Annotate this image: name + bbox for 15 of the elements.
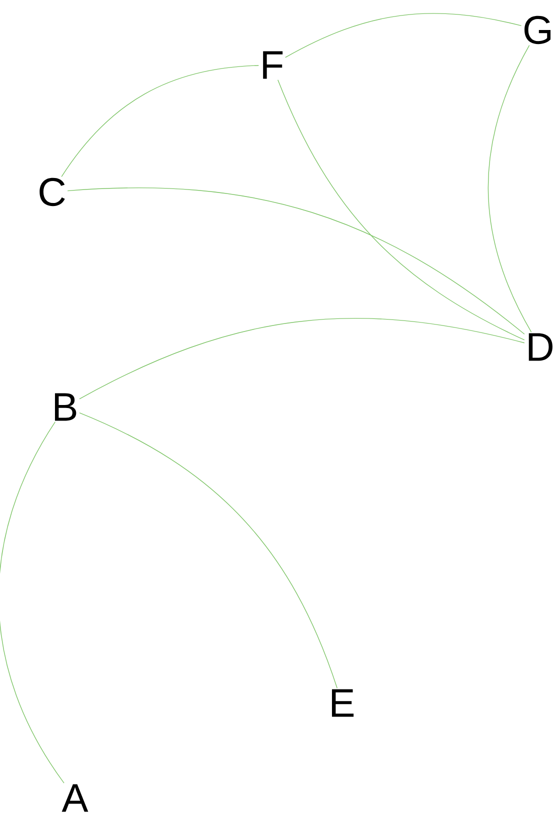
curved-edge [61,65,259,178]
curved-edge [278,80,525,340]
node-letter: F [263,51,283,79]
node-letter: D [528,333,552,361]
curved-edge [285,13,522,58]
curved-edge [0,422,64,784]
curved-edge [488,44,532,332]
node-letter: B [54,393,76,421]
node-letter: C [40,178,65,206]
node-letter: E [332,689,354,717]
curved-edge [79,318,525,400]
node-letter: G [524,16,550,44]
node-letter: A [62,784,88,812]
curved-edge [67,188,525,334]
curved-edge [79,412,338,688]
